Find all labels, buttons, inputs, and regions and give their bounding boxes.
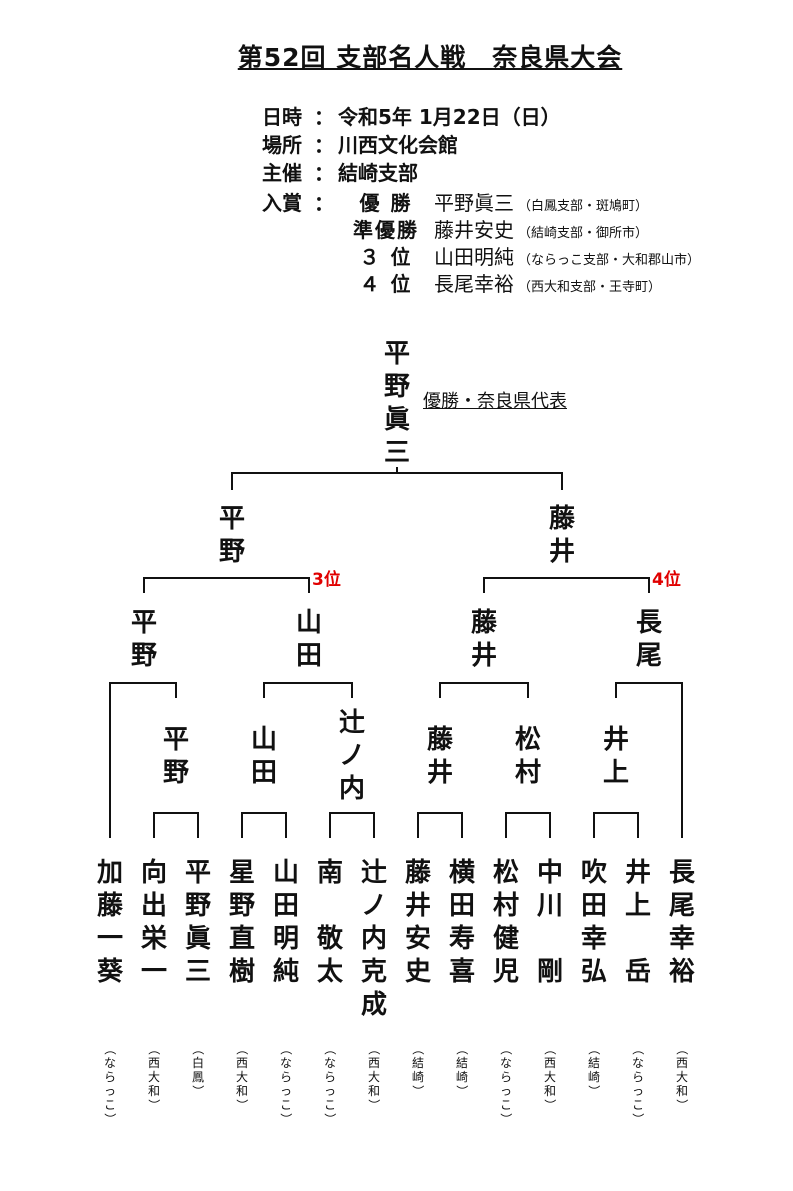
player-affiliation: （西大和） <box>543 1042 557 1111</box>
player-name: 長尾幸裕 <box>668 858 695 987</box>
round2-winner: 松村 <box>514 725 541 788</box>
player-name: 井上 岳 <box>624 858 651 987</box>
award-name: 平野眞三 <box>434 191 514 215</box>
award-rank: 準優勝 <box>353 218 419 242</box>
qf1-bracket-line <box>109 682 177 838</box>
semi-right-winner: 藤井 <box>548 504 575 567</box>
date-value: 令和5年 1月22日（日） <box>338 105 561 129</box>
player-affiliation: （ならっこ） <box>631 1042 645 1125</box>
player-name: 向出栄一 <box>140 858 167 987</box>
round2-winner: 平野 <box>162 725 189 788</box>
player-affiliation: （結崎） <box>587 1042 601 1097</box>
player-affiliation: （ならっこ） <box>323 1042 337 1125</box>
place-row: 場所 ：川西文化会館 <box>262 131 561 159</box>
r1-bracket-line <box>241 812 287 838</box>
quarter-winner: 藤井 <box>470 608 497 671</box>
player-affiliation: （西大和） <box>235 1042 249 1111</box>
semi-right-bracket-line <box>483 577 650 593</box>
awards-list: 入賞 ： 優 勝平野眞三 （白鳳支部・斑鳩町） 準優勝藤井安史 （結崎支部・御所市） ３… <box>262 190 700 298</box>
award-rank: ３ 位 <box>359 245 413 269</box>
final-bracket-line <box>231 472 563 490</box>
awards-label: 入賞 <box>262 191 302 215</box>
rank4-label: 4位 <box>652 570 681 590</box>
award-name: 長尾幸裕 <box>434 272 514 296</box>
player-name: 南 敬太 <box>316 858 343 987</box>
date-label: 日時 <box>262 105 302 129</box>
date-row: 日時 ：令和5年 1月22日（日） <box>262 103 561 131</box>
quarter-winner: 平野 <box>130 608 157 671</box>
event-info: 日時：令和5年 1月22日（日） 場所：川西文化会館 主催：結崎支部 <box>262 103 561 187</box>
champion-name: 平野眞三 <box>383 339 410 468</box>
player-name: 松村健児 <box>492 858 519 987</box>
page-title: 第52回 支部名人戦 奈良県大会 <box>237 43 623 72</box>
qf4-bracket-line <box>615 682 683 838</box>
award-row: 準優勝藤井安史 （結崎支部・御所市） <box>262 217 700 244</box>
player-affiliation: （結崎） <box>455 1042 469 1097</box>
place-label: 場所 <box>262 133 302 157</box>
colon: ： <box>314 191 334 215</box>
round2-winner: 井上 <box>602 725 629 788</box>
award-row: ４ 位長尾幸裕 （西大和支部・王寺町） <box>262 271 700 298</box>
player-name: 横田寿喜 <box>448 858 475 987</box>
qf2-bracket-line <box>263 682 353 698</box>
host-row: 主催 ：結崎支部 <box>262 159 561 187</box>
place-value: 川西文化会館 <box>338 133 458 157</box>
award-affiliation: （白鳳支部・斑鳩町） <box>518 199 649 214</box>
r1-bracket-line <box>505 812 551 838</box>
player-affiliation: （ならっこ） <box>499 1042 513 1125</box>
award-rank: 優 勝 <box>359 191 413 215</box>
colon: ： <box>314 133 334 157</box>
semi-left-winner: 平野 <box>218 504 245 567</box>
player-affiliation: （白鳳） <box>191 1042 205 1097</box>
award-affiliation: （結崎支部・御所市） <box>518 226 649 241</box>
host-label: 主催 <box>262 161 302 185</box>
player-name: 吹田幸弘 <box>580 858 607 987</box>
player-affiliation: （西大和） <box>675 1042 689 1111</box>
award-rank: ４ 位 <box>359 272 413 296</box>
award-name: 山田明純 <box>434 245 514 269</box>
r1-bracket-line <box>417 812 463 838</box>
colon: ： <box>314 161 334 185</box>
rank3-label: 3位 <box>312 570 341 590</box>
award-name: 藤井安史 <box>434 218 514 242</box>
award-affiliation: （ならっこ支部・大和郡山市） <box>518 253 701 268</box>
qf3-bracket-line <box>439 682 529 698</box>
round2-winner: 辻ノ内 <box>338 708 365 804</box>
player-name: 辻ノ内克成 <box>360 858 387 1020</box>
r1-bracket-line <box>329 812 375 838</box>
colon: ： <box>314 105 334 129</box>
player-name: 藤井安史 <box>404 858 431 987</box>
player-name: 加藤一葵 <box>96 858 123 987</box>
player-affiliation: （西大和） <box>147 1042 161 1111</box>
player-affiliation: （ならっこ） <box>279 1042 293 1125</box>
round2-winner: 藤井 <box>426 725 453 788</box>
player-name: 平野眞三 <box>184 858 211 987</box>
player-name: 星野直樹 <box>228 858 255 987</box>
player-affiliation: （ならっこ） <box>103 1042 117 1125</box>
quarter-winner: 長尾 <box>635 608 662 671</box>
host-value: 結崎支部 <box>338 161 418 185</box>
award-affiliation: （西大和支部・王寺町） <box>518 280 662 295</box>
player-name: 中川 剛 <box>536 858 563 987</box>
award-row: ３ 位山田明純 （ならっこ支部・大和郡山市） <box>262 244 701 271</box>
round2-winner: 山田 <box>250 725 277 788</box>
representative-label: 優勝・奈良県代表 <box>423 391 567 412</box>
semi-left-bracket-line <box>143 577 310 593</box>
player-affiliation: （結崎） <box>411 1042 425 1097</box>
quarter-winner: 山田 <box>295 608 322 671</box>
award-row: 入賞 ： 優 勝平野眞三 （白鳳支部・斑鳩町） <box>262 190 700 217</box>
player-name: 山田明純 <box>272 858 299 987</box>
r1-bracket-line <box>593 812 639 838</box>
r1-bracket-line <box>153 812 199 838</box>
player-affiliation: （西大和） <box>367 1042 381 1111</box>
